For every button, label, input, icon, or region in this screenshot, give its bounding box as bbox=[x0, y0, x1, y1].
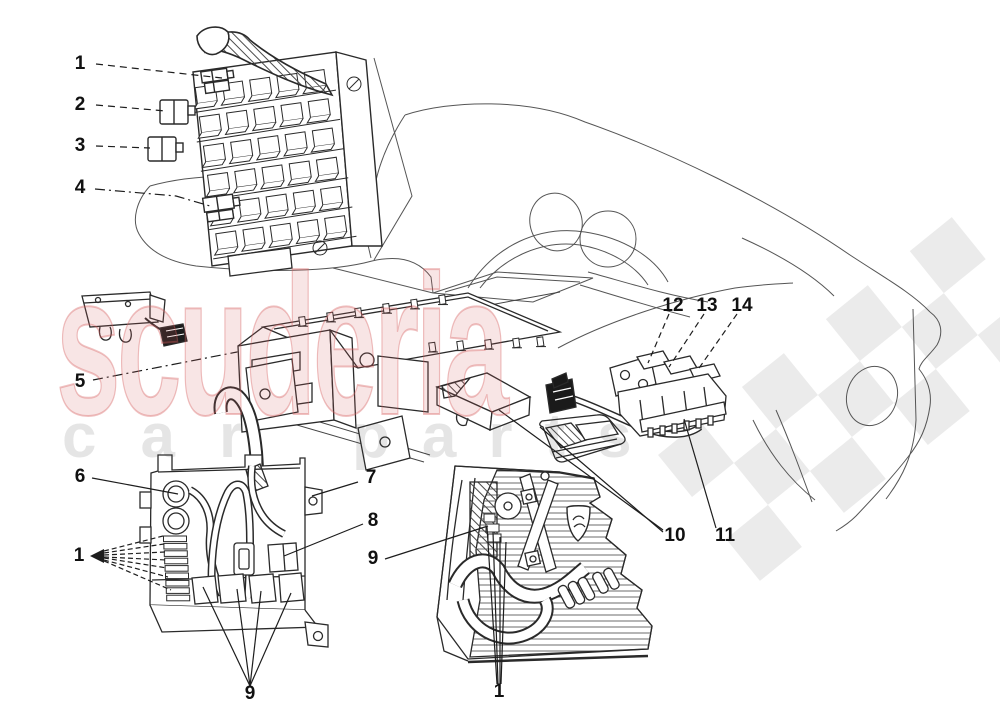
fuse-stack bbox=[163, 535, 191, 602]
relay-block-3 bbox=[147, 136, 184, 162]
connector-1 bbox=[199, 67, 235, 95]
callout-7-panel-mount: 7 bbox=[365, 467, 377, 488]
callout-8-panel-relay: 8 bbox=[367, 510, 379, 531]
leader-lines bbox=[90, 63, 738, 687]
relay-block-2 bbox=[159, 99, 196, 125]
callout-3-relay-block: 3 bbox=[74, 135, 86, 156]
relay-bank bbox=[545, 350, 727, 438]
ecu-box bbox=[435, 372, 532, 431]
module-connector bbox=[159, 323, 188, 347]
checkered-flag-watermark bbox=[658, 217, 1000, 581]
wire-loom bbox=[202, 31, 334, 97]
hose-couplers bbox=[557, 567, 620, 609]
callout-11-relay-bracket: 11 bbox=[714, 525, 736, 546]
callout-13-relay: 13 bbox=[696, 295, 718, 316]
callout-2-relay-block: 2 bbox=[74, 94, 86, 115]
callout-1-fuse-stack: 1 bbox=[73, 545, 85, 566]
flat-control-module bbox=[539, 414, 626, 463]
control-module-5 bbox=[81, 291, 188, 347]
mounting-bracket-illustration bbox=[237, 292, 563, 471]
callout-1-fuse-connector-top: 1 bbox=[74, 53, 86, 74]
harness-connectors bbox=[483, 513, 502, 543]
lamborghini-shield bbox=[566, 505, 591, 542]
callout-12-relay: 12 bbox=[662, 295, 684, 316]
wiring-panel bbox=[139, 386, 329, 648]
panel-relay bbox=[267, 542, 299, 573]
callout-10-ecu: 10 bbox=[664, 525, 686, 546]
callout-5-control-module: 5 bbox=[74, 371, 86, 392]
callout-14-relay: 14 bbox=[731, 295, 753, 316]
callout-9-engine-harness: 9 bbox=[367, 548, 379, 569]
connector-4 bbox=[201, 193, 241, 223]
engine-bay-illustration bbox=[436, 465, 653, 664]
callout-1-engine-connectors: 1 bbox=[493, 681, 505, 702]
callout-6-round-connectors: 6 bbox=[74, 466, 86, 487]
callout-9-relay-bases: 9 bbox=[244, 683, 256, 704]
callout-4-fuse-connector-bottom: 4 bbox=[74, 177, 86, 198]
fuse-panel-illustration bbox=[147, 26, 383, 277]
